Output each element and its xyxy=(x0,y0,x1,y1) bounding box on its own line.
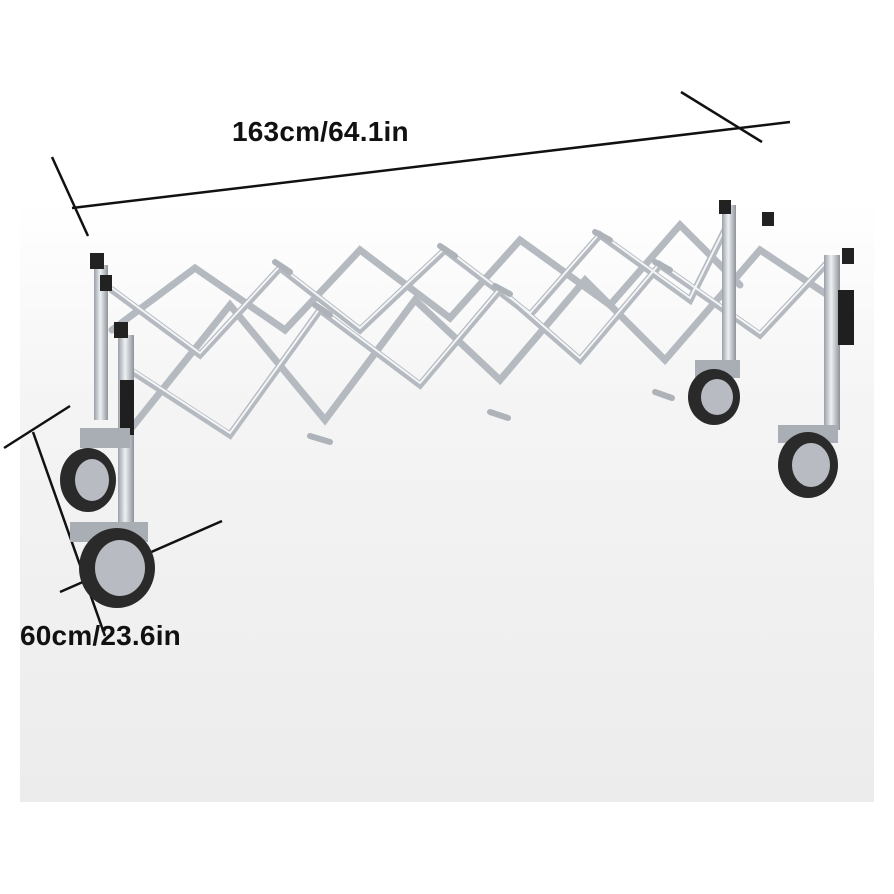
length-label: 163cm/64.1in xyxy=(232,116,409,147)
wheel-back-right xyxy=(688,360,740,425)
wheel-front-right xyxy=(778,425,838,498)
cross-brackets xyxy=(272,229,675,445)
caster-wheels xyxy=(60,360,838,608)
wheel-back-left xyxy=(60,428,130,512)
length-dimension-line xyxy=(50,90,791,237)
width-label: 60cm/23.6in xyxy=(20,620,181,651)
wheel-front-left xyxy=(70,522,155,608)
right-posts xyxy=(719,200,854,430)
